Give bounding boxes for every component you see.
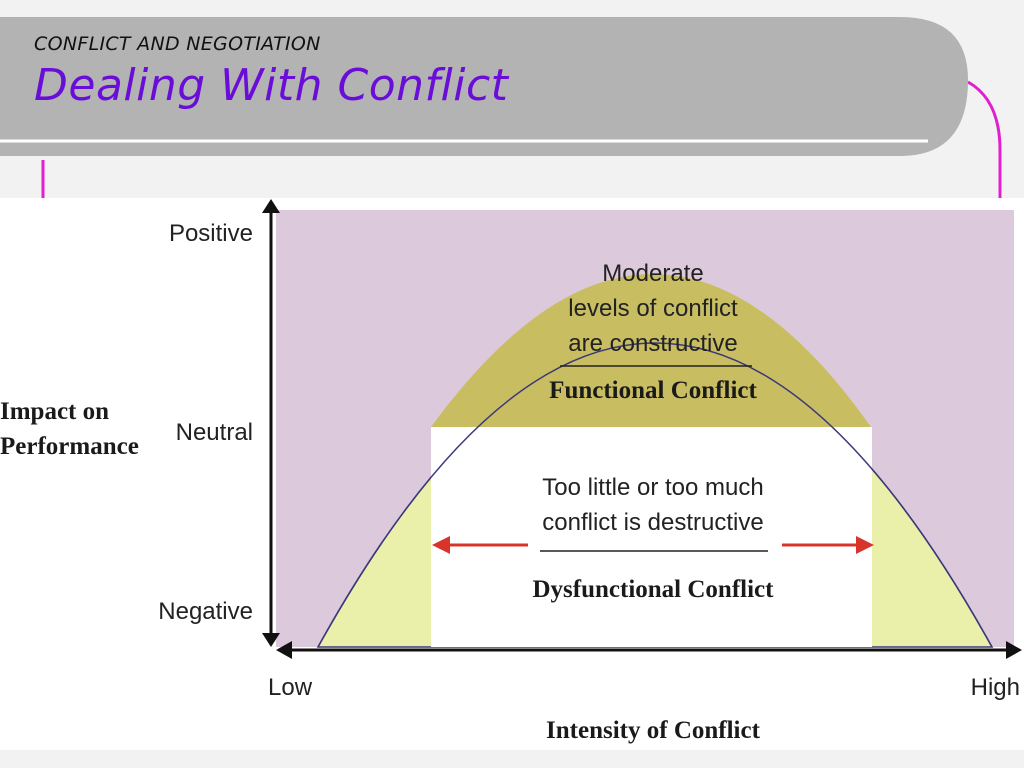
- functional-conflict-label: Functional Conflict: [549, 377, 757, 404]
- diagram-panel: Impact on Performance Positive Neutral N…: [0, 198, 1024, 750]
- dysfunctional-conflict-label: Dysfunctional Conflict: [533, 576, 775, 603]
- header-shape: [0, 17, 968, 156]
- functional-text-line2: levels of conflict: [568, 295, 738, 322]
- x-tick-high: High: [971, 674, 1020, 701]
- header-banner: CONFLICT AND NEGOTIATION Dealing With Co…: [0, 0, 1024, 170]
- dysfunctional-text-line1: Too little or too much: [542, 474, 763, 501]
- y-tick-neutral: Neutral: [176, 419, 253, 446]
- functional-text-line3: are constructive: [568, 330, 737, 357]
- y-axis-title-line2: Performance: [0, 433, 139, 460]
- x-axis-arrow-right: [1006, 641, 1022, 659]
- curve-outline: [317, 342, 993, 648]
- page-title: Dealing With Conflict: [34, 60, 509, 111]
- y-tick-positive: Positive: [169, 220, 253, 247]
- y-axis-title-line1: Impact on: [0, 398, 109, 425]
- x-axis-arrow-left: [276, 641, 292, 659]
- dysfunctional-region: [431, 427, 872, 647]
- decorative-curve-right: [967, 80, 1002, 198]
- conflict-diagram: Impact on Performance Positive Neutral N…: [0, 199, 1022, 744]
- functional-region: [431, 274, 871, 427]
- x-axis-title: Intensity of Conflict: [546, 717, 761, 744]
- y-axis-arrow-up: [262, 199, 280, 213]
- functional-text-line1: Moderate: [602, 260, 703, 287]
- left-red-arrow: [432, 536, 528, 554]
- section-subtitle: CONFLICT AND NEGOTIATION: [34, 33, 321, 55]
- dysfunctional-text-line2: conflict is destructive: [542, 509, 763, 536]
- right-red-arrow: [782, 536, 874, 554]
- x-tick-low: Low: [268, 674, 313, 701]
- y-axis-arrow-down: [262, 633, 280, 647]
- y-tick-negative: Negative: [158, 598, 253, 625]
